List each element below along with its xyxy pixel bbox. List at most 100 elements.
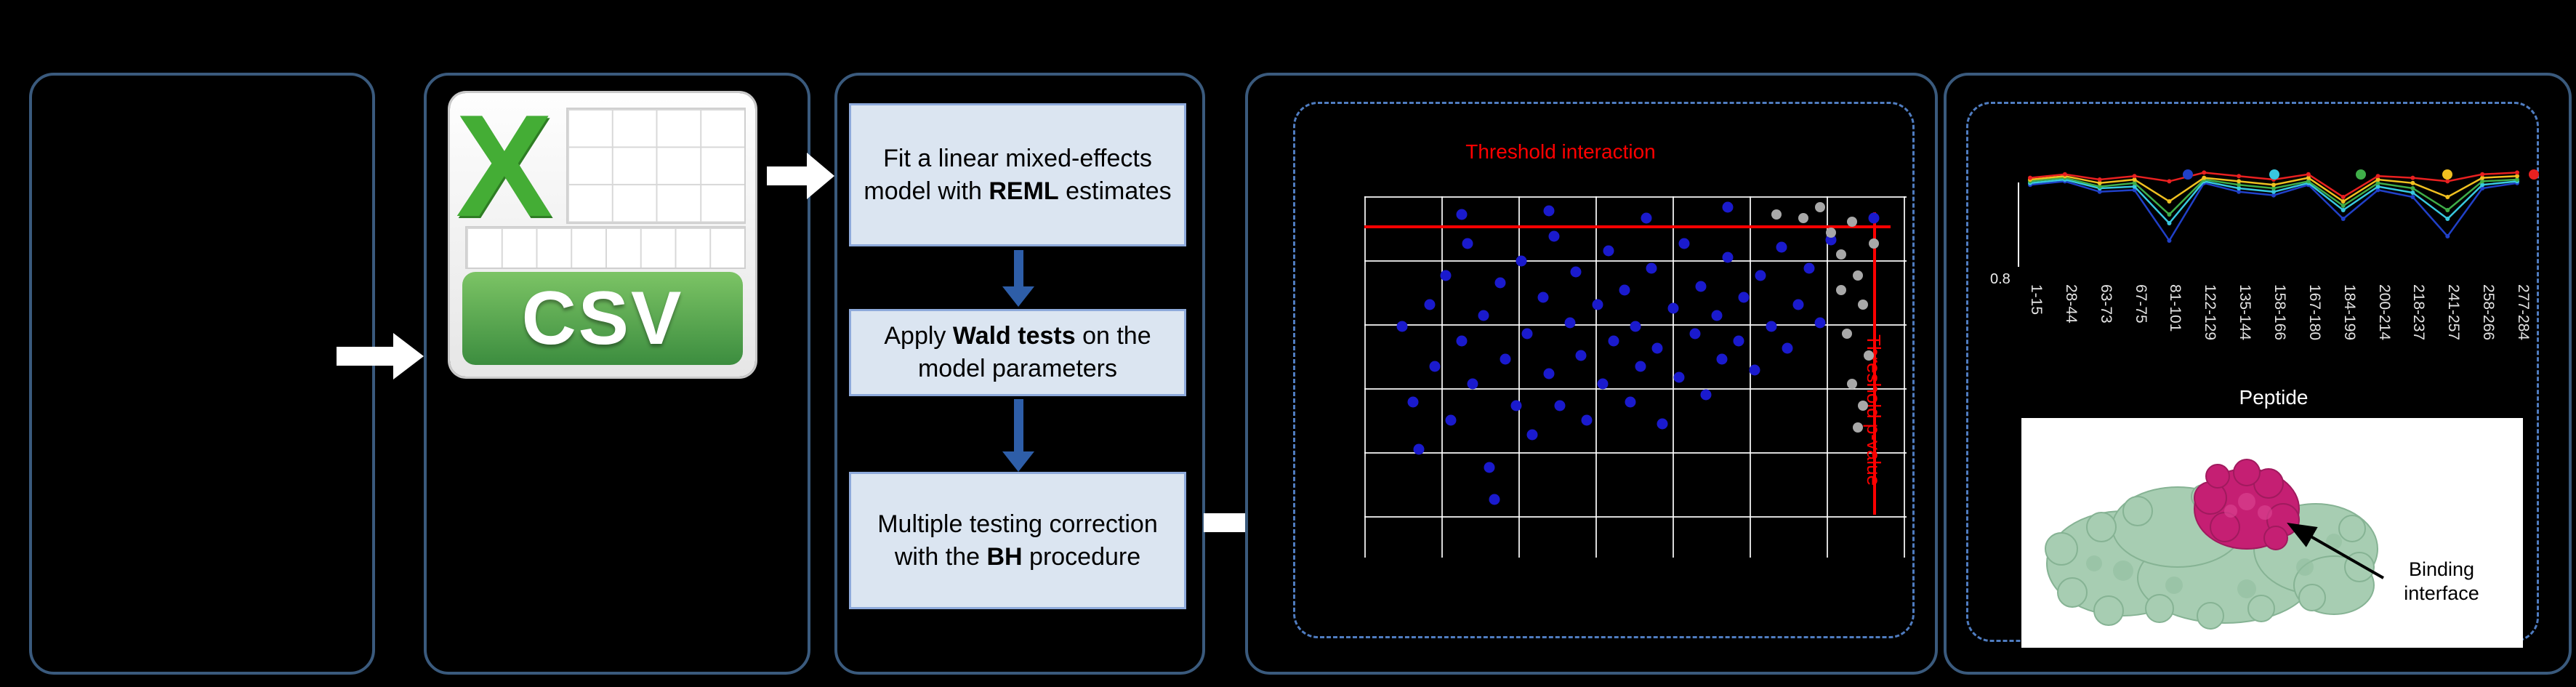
scatter-point-blue (1456, 209, 1468, 220)
legend-dot-icon (2269, 169, 2279, 180)
series-red-point (2097, 177, 2102, 182)
scatter-point-blue (1478, 310, 1489, 321)
legend-dot-icon (2529, 169, 2539, 180)
scatter-point-gray (1852, 270, 1863, 281)
method-step-text: Fit a linear mixed-effects model with RE… (864, 144, 1172, 205)
arrow-head-icon (393, 333, 424, 379)
y-axis-line (2018, 182, 2019, 267)
series-yellow-point (2375, 177, 2380, 182)
series-cyan-point (2132, 184, 2137, 189)
series-red-point (2306, 172, 2311, 177)
scatter-point-blue (1782, 342, 1793, 354)
method-step-wald: Apply Wald tests on the model parameters (849, 309, 1186, 396)
scatter-point-blue (1619, 284, 1630, 296)
scatter-point-gray (1847, 379, 1858, 390)
scatter-point-gray (1771, 209, 1782, 220)
flow-arrow-1 (337, 333, 424, 379)
scatter-point-blue (1667, 302, 1679, 314)
series-green-point (2515, 177, 2519, 182)
series-red-point (2132, 174, 2137, 179)
series-yellow-point (2410, 180, 2415, 185)
series-yellow-point (2237, 179, 2242, 184)
scatter-point-gray (1858, 300, 1869, 310)
scatter-point-blue (1689, 328, 1701, 340)
y-axis-tick-label: 0.8 (1990, 271, 2011, 287)
series-red-point (2237, 174, 2242, 179)
scatter-point-blue (1407, 396, 1419, 408)
scatter-point-blue (1711, 310, 1723, 321)
scatter-point-blue (1510, 400, 1522, 411)
scatter-point-blue (1814, 317, 1826, 329)
scatter-point-blue (1755, 270, 1766, 281)
protein-structure-panel: Binding interface (2021, 418, 2523, 648)
peptide-tick-label: 1-15 (2028, 284, 2045, 316)
input-panel (29, 73, 375, 675)
arrow-bar (1013, 399, 1023, 451)
series-cyan-point (2375, 184, 2380, 189)
scatter-point-blue (1646, 262, 1657, 274)
scatter-point-blue (1641, 212, 1652, 224)
scatter-point-blue (1722, 252, 1734, 263)
scatter-point-blue (1516, 255, 1527, 267)
series-yellow-point (2340, 199, 2346, 204)
series-yellow-point (2480, 175, 2485, 180)
scatter-point-gray (1836, 285, 1847, 296)
scatter-point-gray (1869, 238, 1880, 249)
series-cyan-point (2167, 221, 2172, 225)
excel-x-icon: X (456, 85, 553, 247)
series-cyan-point (2480, 182, 2485, 188)
peptide-tick-label: 277-284 (2515, 284, 2532, 341)
series-red-point (2028, 175, 2032, 180)
series-yellow-point (2132, 177, 2137, 182)
arrow-bar (767, 166, 807, 185)
scatter-point-blue (1592, 299, 1603, 310)
peptide-tick-label: 63-73 (2097, 284, 2114, 324)
scatter-point-blue (1716, 353, 1728, 365)
scatter-point-blue (1429, 361, 1441, 372)
down-arrow-1 (1002, 250, 1034, 307)
series-green-point (2097, 184, 2102, 189)
scatter-point-blue (1700, 389, 1712, 401)
scatter-point-blue (1733, 335, 1744, 347)
epitope-uptake-chart (2019, 155, 2539, 257)
scatter-point-blue (1467, 378, 1478, 390)
scatter-point-blue (1543, 368, 1555, 379)
peptide-tick-label: 135-144 (2237, 284, 2254, 341)
peptide-tick-label: 81-101 (2167, 284, 2184, 332)
scatter-point-blue (1575, 350, 1587, 361)
series-red-point (2375, 174, 2380, 179)
csv-file-icon: X CSV (450, 85, 755, 377)
epitope-lines-svg (2028, 170, 2519, 243)
scatter-point-blue (1868, 212, 1880, 224)
peptide-tick-label: 122-129 (2202, 284, 2219, 341)
scatter-point-blue (1500, 353, 1511, 365)
threshold-interaction-label: Threshold interaction (1465, 140, 1656, 163)
scatter-point-gray (1863, 350, 1874, 361)
csv-banner: CSV (462, 271, 744, 366)
scatter-point-blue (1625, 396, 1636, 408)
peptide-tick-label: 67-75 (2132, 284, 2149, 324)
series-green-point (2306, 179, 2311, 184)
series-yellow-point (2202, 175, 2207, 180)
series-cyan-point (2271, 189, 2276, 194)
scatter-point-blue (1749, 364, 1760, 376)
scatter-point-blue (1776, 241, 1787, 253)
scatter-point-blue (1526, 429, 1538, 441)
binding-interface-arrow (2287, 523, 2384, 579)
scatter-point-blue (1603, 245, 1614, 257)
volcano-dashed-box: Threshold interaction Threshold p-value (1293, 102, 1915, 638)
threshold-interaction-line (1364, 225, 1891, 228)
scatter-point-blue (1766, 321, 1776, 332)
peptide-tick-label: 167-180 (2306, 284, 2323, 341)
scatter-point-blue (1489, 494, 1500, 505)
series-cyan-point (2237, 186, 2242, 190)
peptide-tick-label: 158-166 (2271, 284, 2288, 341)
scatter-point-blue (1445, 414, 1457, 426)
scatter-point-gray (1847, 216, 1858, 227)
series-green-point (2237, 182, 2242, 188)
series-yellow-point (2271, 182, 2276, 188)
scatter-point-blue (1597, 378, 1609, 390)
series-red-point (2062, 172, 2067, 177)
